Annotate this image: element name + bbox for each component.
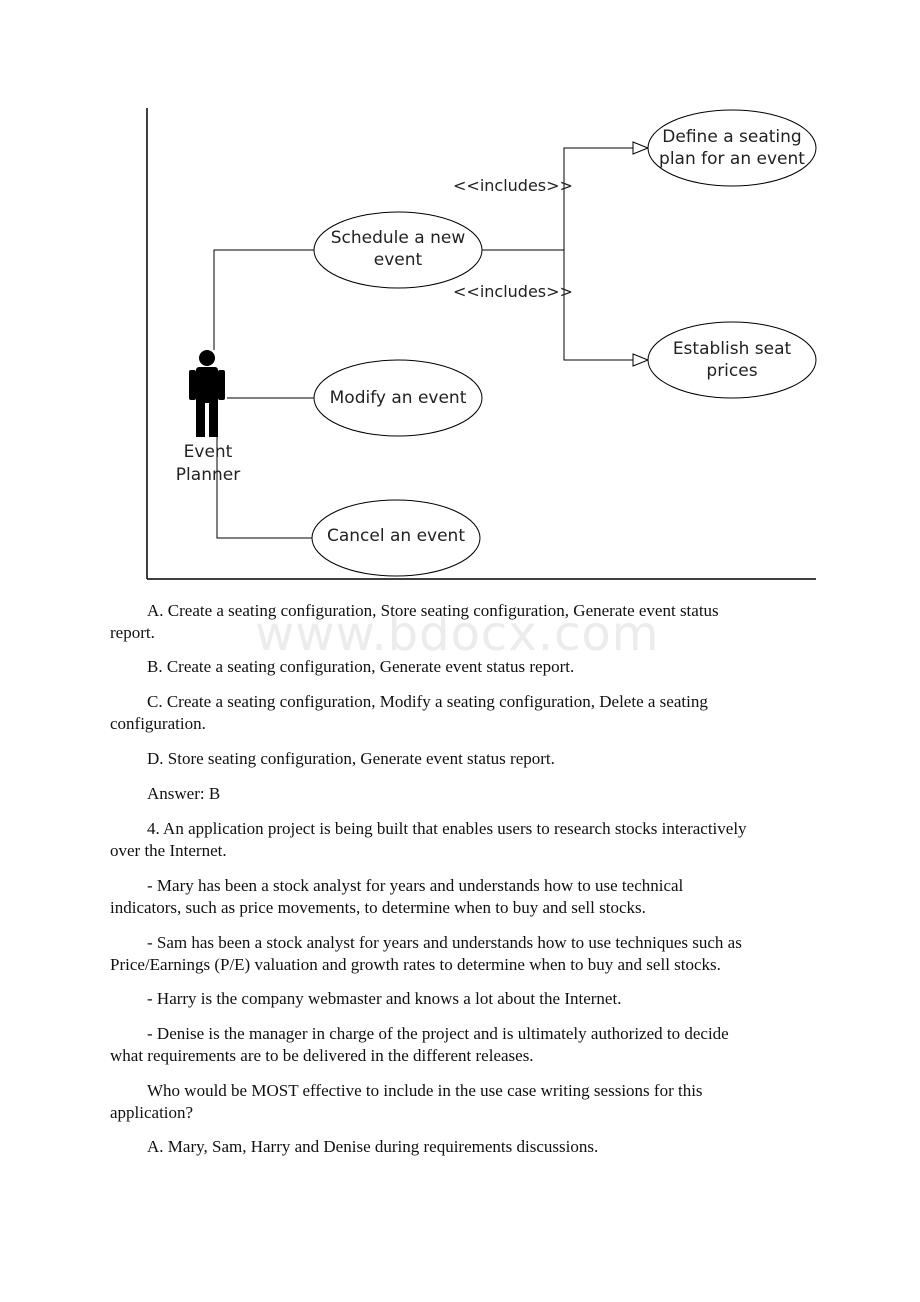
q4-denise: - Denise is the manager in charge of the…: [110, 1023, 810, 1067]
actor-label-line2: Planner: [175, 465, 241, 485]
option-d: D. Store seating configuration, Generate…: [110, 748, 810, 770]
q4-denise-line2: what requirements are to be delivered in…: [110, 1046, 534, 1065]
option-c-line2: configuration.: [110, 714, 206, 733]
q4-question-line2: application?: [110, 1103, 194, 1122]
answer: Answer: B: [110, 783, 810, 805]
define-label-line1: Define a seating: [662, 127, 802, 147]
use-case-establish: [647, 321, 817, 399]
q4-question: Who would be MOST effective to include i…: [110, 1080, 810, 1124]
establish-label-line1: Establish seat: [672, 339, 792, 359]
q4-denise-line1: - Denise is the manager in charge of the…: [147, 1024, 729, 1043]
q4-intro-line2: over the Internet.: [110, 841, 227, 860]
use-case-schedule: [313, 211, 483, 289]
use-case-establish-label: Establish seat prices: [648, 338, 816, 382]
q4-mary: - Mary has been a stock analyst for year…: [110, 875, 810, 919]
actor-to-schedule-line: [213, 249, 315, 350]
actor-label: Event Planner: [168, 441, 248, 487]
option-a-line2: report.: [110, 623, 155, 642]
question4-intro: 4. An application project is being built…: [110, 818, 810, 862]
diagram-canvas: [146, 108, 817, 580]
q4-harry: - Harry is the company webmaster and kno…: [110, 988, 810, 1010]
q4-option-a: A. Mary, Sam, Harry and Denise during re…: [110, 1136, 810, 1158]
answer-text: Answer: B: [147, 784, 221, 803]
option-c: C. Create a seating configuration, Modif…: [110, 691, 810, 735]
include-establish-line: [563, 250, 633, 361]
actor-label-line1: Event: [183, 442, 233, 462]
actor-icon: [189, 350, 225, 437]
schedule-label-line2: event: [373, 250, 423, 270]
q4-sam: - Sam has been a stock analyst for years…: [110, 932, 810, 976]
option-b-text: B. Create a seating configuration, Gener…: [147, 657, 575, 676]
use-case-modify-label: Modify an event: [329, 388, 467, 408]
q4-harry-text: - Harry is the company webmaster and kno…: [147, 989, 622, 1008]
q4-sam-line1: - Sam has been a stock analyst for years…: [147, 933, 742, 952]
use-case-define-label: Define a seating plan for an event: [648, 126, 816, 170]
option-b: B. Create a seating configuration, Gener…: [110, 656, 810, 678]
q4-intro-line1: 4. An application project is being built…: [147, 819, 747, 838]
q4-question-line1: Who would be MOST effective to include i…: [147, 1081, 703, 1100]
include-arrowhead-establish: [632, 353, 650, 367]
use-case-diagram: Event Planner Schedule a new event Modif…: [0, 0, 920, 600]
includes-label-bottom: <<includes>>: [453, 282, 573, 301]
use-case-cancel: [311, 499, 481, 577]
q4-option-a-text: A. Mary, Sam, Harry and Denise during re…: [147, 1137, 599, 1156]
q4-mary-line1: - Mary has been a stock analyst for year…: [147, 876, 684, 895]
watermark: www.bdocx.com: [255, 606, 660, 662]
use-case-modify: [313, 359, 483, 437]
includes-label-top: <<includes>>: [453, 176, 573, 195]
include-arrowhead-define: [632, 141, 650, 155]
define-label-line2: plan for an event: [659, 149, 805, 169]
option-a: A. Create a seating configuration, Store…: [110, 600, 810, 644]
schedule-label-line1: Schedule a new: [330, 228, 466, 248]
option-d-text: D. Store seating configuration, Generate…: [147, 749, 555, 768]
use-case-cancel-label: Cancel an event: [326, 526, 465, 546]
actor-to-cancel-line: [216, 420, 315, 539]
use-case-define: [647, 109, 817, 187]
option-a-line1: A. Create a seating configuration, Store…: [147, 601, 719, 620]
include-define-line: [563, 147, 633, 250]
option-c-line1: C. Create a seating configuration, Modif…: [147, 692, 708, 711]
q4-sam-line2: Price/Earnings (P/E) valuation and growt…: [110, 955, 721, 974]
use-case-schedule-label: Schedule a new event: [314, 227, 482, 271]
establish-label-line2: prices: [706, 361, 758, 381]
q4-mary-line2: indicators, such as price movements, to …: [110, 898, 646, 917]
